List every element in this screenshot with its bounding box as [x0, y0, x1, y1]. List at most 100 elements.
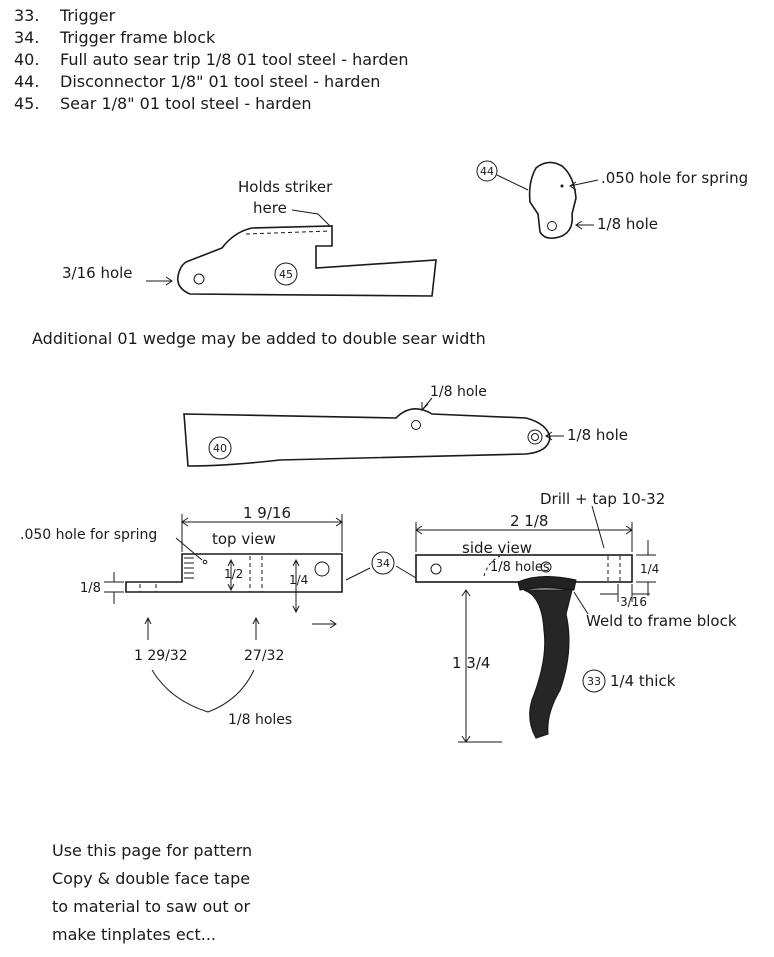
frame-side-title: side view — [462, 539, 532, 557]
sear-holds-label: Holds striker — [238, 178, 333, 196]
sear-trip-top-hole-label: 1/8 hole — [430, 384, 487, 400]
disconnector-outline — [528, 161, 577, 240]
sear-trip-part-40: 40 1/8 hole 1/8 hole — [183, 384, 628, 467]
disconnector-hole-arrow — [575, 220, 594, 230]
disconnector-spring-arrow — [569, 179, 599, 191]
sear-hole — [193, 273, 205, 285]
footer-note: Use this page for pattern Copy & double … — [52, 841, 252, 944]
wedge-note: Additional 01 wedge may be added to doub… — [32, 329, 486, 348]
trigger-thick-label: 1/4 thick — [610, 672, 676, 690]
sear-trip-top-arrow — [421, 397, 433, 412]
sear-hole-arrow — [146, 276, 173, 286]
parts-list-desc: Disconnector 1/8" 01 tool steel - harden — [60, 72, 380, 91]
frame-top-view: top view .050 hole for spring 1 9/16 1/8… — [20, 504, 417, 728]
trigger-num: 33 — [587, 675, 601, 688]
disconnector-spring-hole — [560, 184, 564, 188]
frame-side-dash-arc — [483, 555, 501, 577]
parts-list-num: 33. — [14, 6, 39, 25]
frame-top-width-dim-label: 1 9/16 — [243, 504, 291, 522]
frame-side-width-dim-label: 2 1/8 — [510, 512, 548, 530]
frame-connector-num-circle — [371, 551, 395, 575]
disconnector-hole-label: 1/8 hole — [597, 215, 658, 233]
frame-top-hidden-line — [249, 556, 263, 592]
parts-list-num: 44. — [14, 72, 39, 91]
frame-side-weld — [517, 576, 577, 591]
frame-side-hole-right — [540, 561, 552, 573]
sear-part-num: 45 — [279, 268, 293, 281]
sear-trip-right-arrow — [545, 431, 564, 441]
disconnector-part-44: 44 .050 hole for spring 1/8 hole — [476, 160, 748, 240]
disconnector-num: 44 — [480, 165, 494, 178]
frame-connector-line — [345, 565, 417, 581]
frame-top-dim-b-arrow — [252, 616, 260, 640]
sear-here-label: here — [253, 199, 287, 217]
sear-trip-right-hole — [531, 433, 539, 441]
frame-side-drill-label: Drill + tap 10-32 — [540, 490, 665, 508]
frame-top-spring-label: .050 hole for spring — [20, 527, 157, 543]
frame-top-width-dim — [181, 514, 343, 552]
disconnector-hole — [547, 221, 557, 231]
disconnector-leader — [496, 174, 529, 191]
frame-top-right-arrow — [312, 619, 337, 629]
frame-side-outline — [415, 554, 633, 583]
frame-top-dim-a-arrow — [144, 616, 152, 640]
frame-top-holes-leader — [151, 669, 255, 713]
parts-list-desc: Trigger — [59, 6, 116, 25]
frame-side-height-dim-label: 1/4 — [640, 562, 659, 576]
disconnector-num-circle — [476, 160, 498, 182]
sear-trip-right-hole-outer — [527, 429, 543, 445]
frame-side-width-dim — [415, 522, 633, 552]
frame-top-mid-dim — [227, 558, 235, 592]
parts-list-desc: Sear 1/8" 01 tool steel - harden — [60, 94, 312, 113]
frame-top-hole — [314, 561, 330, 577]
trigger-height-dim — [458, 589, 502, 743]
trigger-part-33 — [523, 589, 573, 739]
sear-trip-outline — [183, 408, 551, 467]
disconnector-spring-label: .050 hole for spring — [601, 169, 748, 187]
frame-top-mid-dim-label: 1/2 — [224, 567, 243, 581]
parts-list-num: 34. — [14, 28, 39, 47]
frame-top-spring-hole — [202, 559, 208, 565]
sear-leader — [291, 209, 331, 227]
frame-top-hidden-line — [139, 584, 157, 592]
sear-outline — [176, 225, 437, 297]
frame-side-weld-leader — [573, 591, 589, 615]
frame-top-hatch — [184, 557, 194, 579]
frame-side-drill-leader — [591, 505, 605, 549]
footer-note-line: make tinplates ect... — [52, 925, 216, 944]
frame-side-tap-hidden — [607, 556, 621, 582]
sear-trip-right-hole-label: 1/8 hole — [567, 426, 628, 444]
parts-list-desc: Full auto sear trip 1/8 01 tool steel - … — [60, 50, 408, 69]
frame-side-height-dim — [636, 540, 656, 596]
frame-top-dim-a-label: 1 29/32 — [134, 648, 188, 664]
frame-top-right-dim — [292, 558, 300, 614]
frame-connector-num: 34 — [376, 557, 390, 570]
frame-top-right-dim-label: 1/4 — [289, 573, 308, 587]
sear-trip-num-circle — [208, 436, 232, 460]
frame-top-title: top view — [212, 530, 276, 548]
parts-list-desc: Trigger frame block — [59, 28, 216, 47]
trigger-height-dim-label: 1 3/4 — [452, 654, 490, 672]
frame-top-holes-label: 1/8 holes — [228, 712, 292, 728]
frame-side-view: side view 1/8 holes 2 1/8 Drill + tap 10… — [415, 490, 737, 743]
frame-top-dim-b-label: 27/32 — [244, 648, 284, 664]
frame-side-hole-left — [430, 563, 442, 575]
frame-side-offset-dim-label: 3/16 — [620, 595, 647, 609]
footer-note-line: to material to saw out or — [52, 897, 251, 916]
sear-striker-line — [245, 230, 331, 235]
frame-top-outline — [125, 553, 343, 593]
sear-part-45: 45 Holds striker here 3/16 hole — [62, 178, 437, 297]
sear-trip-top-hole — [411, 420, 421, 430]
sear-hole-label: 3/16 hole — [62, 264, 133, 282]
frame-top-spring-leader — [175, 537, 203, 561]
sear-trip-num: 40 — [213, 442, 227, 455]
sear-part-num-circle — [274, 262, 298, 286]
frame-top-left-dim — [104, 572, 124, 604]
footer-note-line: Copy & double face tape — [52, 869, 250, 888]
parts-list: 33. Trigger 34. Trigger frame block 40. … — [14, 6, 408, 113]
parts-list-num: 40. — [14, 50, 39, 69]
parts-list-num: 45. — [14, 94, 39, 113]
trigger-num-circle — [582, 669, 606, 693]
frame-side-holes-label: 1/8 holes — [490, 560, 550, 575]
frame-side-weld-label: Weld to frame block — [586, 612, 737, 630]
